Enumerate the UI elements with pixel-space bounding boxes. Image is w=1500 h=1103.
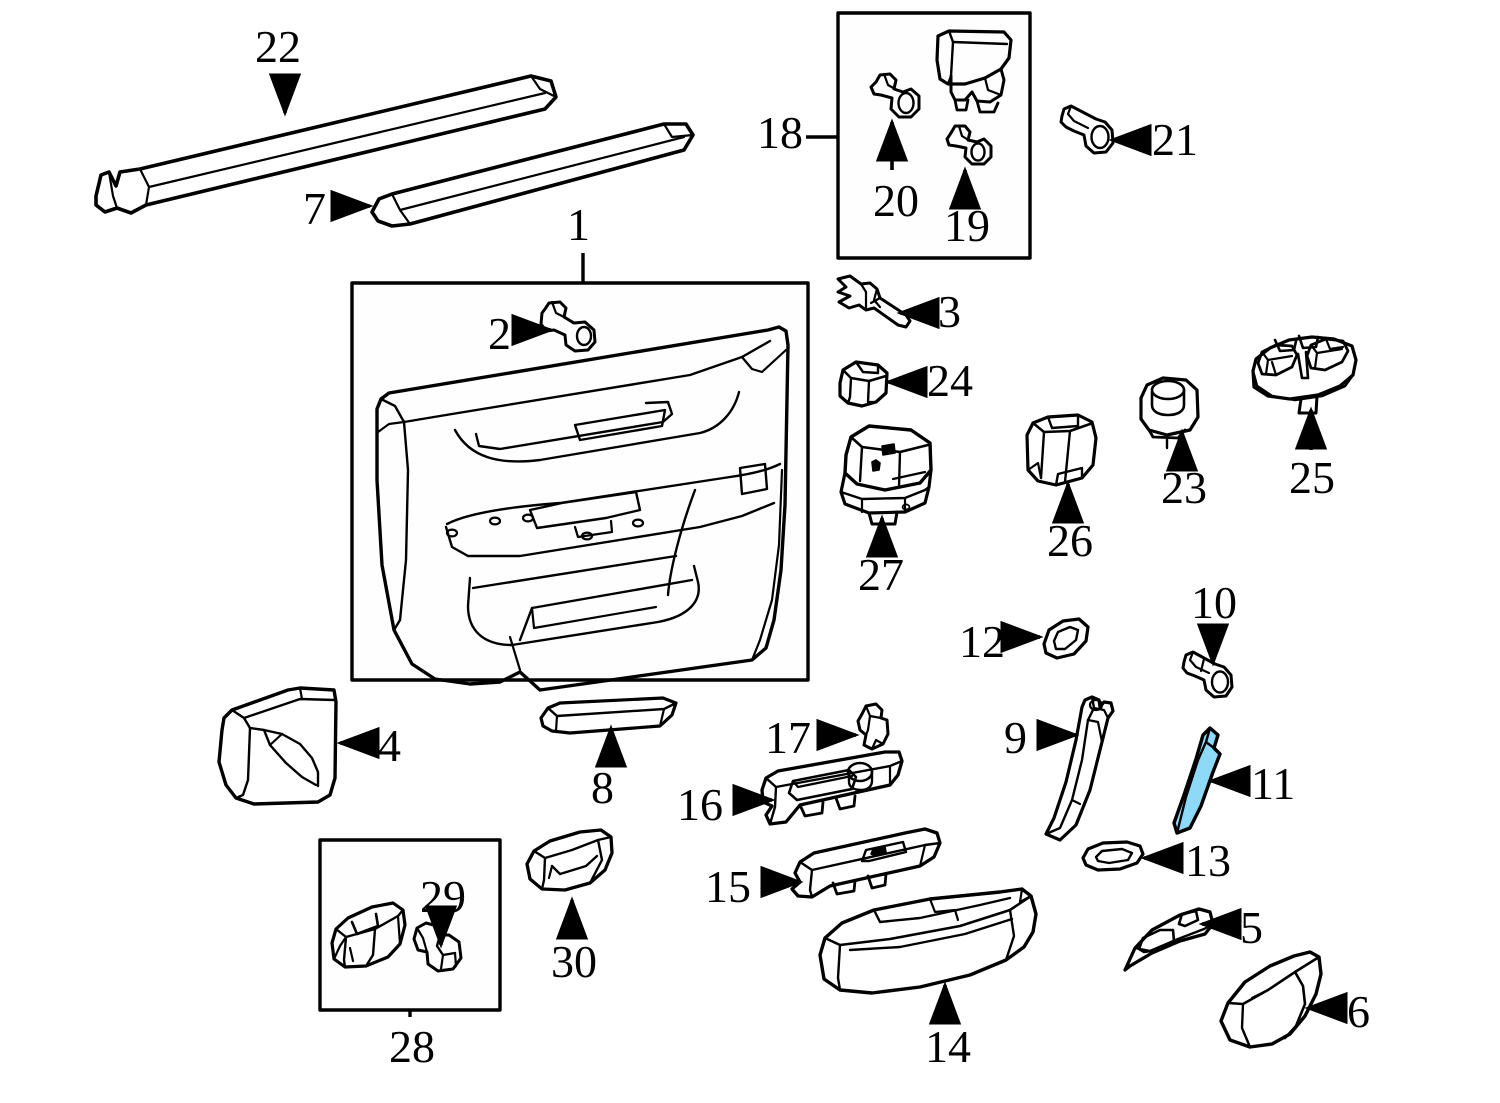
part-17-bezel-retainer-clip xyxy=(856,702,890,751)
callout-18: 18 xyxy=(757,107,803,158)
part-3-lock-rod-clip xyxy=(836,274,912,329)
part-11-rear-pillar-strip xyxy=(1172,726,1222,835)
part-21-handle-screw xyxy=(1059,104,1115,155)
group-box-18 xyxy=(836,11,1032,260)
part-4-lower-corner-trim xyxy=(217,686,338,806)
part-14-armrest-pull-handle xyxy=(818,887,1038,995)
part-28-courtesy-lamp xyxy=(330,901,407,969)
part-19-handle-clip-small xyxy=(945,124,993,166)
part-10-armrest-screw xyxy=(1181,650,1234,699)
part-13-oval-plug-cover xyxy=(1081,840,1145,872)
callout-8: 8 xyxy=(591,762,614,813)
part-15-switch-base-panel xyxy=(790,827,942,899)
part-6-rear-corner-cover xyxy=(1219,950,1323,1049)
part-9-pillar-garnish xyxy=(1044,695,1115,842)
callout-5: 5 xyxy=(1240,902,1263,953)
part-27-window-lock-switch xyxy=(839,424,933,526)
callout-2: 2 xyxy=(488,308,511,359)
part-26-mirror-switch xyxy=(1025,413,1098,487)
callout-29: 29 xyxy=(420,871,466,922)
callout-27: 27 xyxy=(858,549,904,600)
part-30-pull-cup-handle xyxy=(525,828,614,892)
callout-25: 25 xyxy=(1289,452,1335,503)
callout-19: 19 xyxy=(944,200,990,251)
callout-13: 13 xyxy=(1185,835,1231,886)
leader-lines xyxy=(268,73,1348,1025)
callout-9: 9 xyxy=(1004,712,1027,763)
callout-6: 6 xyxy=(1347,986,1370,1037)
callout-26: 26 xyxy=(1047,515,1093,566)
part-1-door-trim-panel xyxy=(375,325,790,692)
callout-15: 15 xyxy=(705,861,751,912)
part-23-door-lock-knob xyxy=(1139,376,1200,450)
callout-1: 1 xyxy=(567,199,590,250)
part-22-belt-molding xyxy=(94,74,558,215)
callout-10: 10 xyxy=(1191,577,1237,628)
part-7-inner-belt-strip xyxy=(370,122,695,228)
part-12-screw-cover-cap xyxy=(1042,617,1090,660)
group-box-28 xyxy=(318,838,502,1012)
callout-7: 7 xyxy=(303,183,326,234)
callout-22: 22 xyxy=(255,21,301,72)
callout-28: 28 xyxy=(389,1021,435,1072)
part-20-handle-clip-large xyxy=(869,72,921,119)
part-5-switch-bezel-plate xyxy=(1123,907,1215,972)
callout-4: 4 xyxy=(378,720,401,771)
part-18-inside-door-handle xyxy=(935,29,1013,114)
callout-14: 14 xyxy=(925,1021,971,1072)
callout-21: 21 xyxy=(1152,114,1198,165)
callout-24: 24 xyxy=(927,355,973,406)
callout-16: 16 xyxy=(677,779,723,830)
callout-23: 23 xyxy=(1161,462,1207,513)
callout-3: 3 xyxy=(938,286,961,337)
callout-12: 12 xyxy=(959,616,1005,667)
callout-30: 30 xyxy=(551,936,597,987)
part-8-upper-trim-insert xyxy=(539,696,678,735)
part-25-master-window-switch xyxy=(1251,334,1358,415)
callout-11: 11 xyxy=(1251,758,1296,809)
callout-17: 17 xyxy=(765,712,811,763)
part-24-single-window-switch xyxy=(838,360,889,408)
callout-20: 20 xyxy=(873,175,919,226)
